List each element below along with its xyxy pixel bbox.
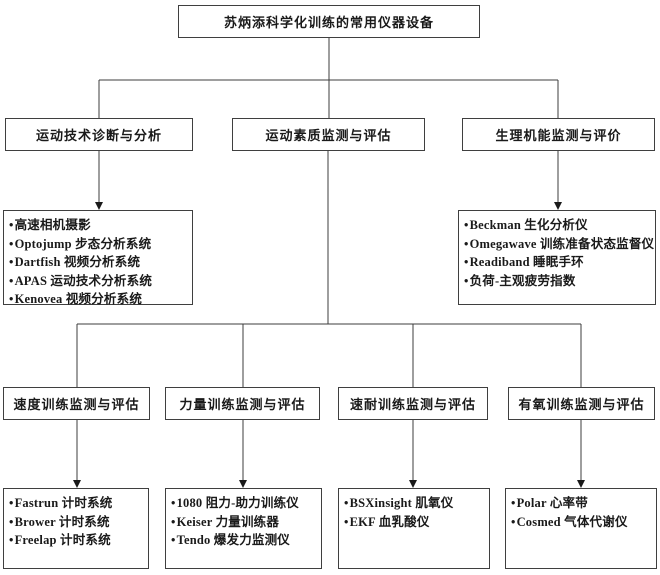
equipment-item-label: Omegawave 训练准备状态监督仪 bbox=[469, 236, 655, 251]
bullet-icon: • bbox=[9, 218, 14, 232]
bullet-icon: • bbox=[9, 292, 14, 306]
equipment-item-label: Cosmed 气体代谢仪 bbox=[516, 514, 628, 529]
equipment-item: •高速相机摄影 bbox=[9, 216, 188, 235]
bullet-icon: • bbox=[344, 496, 349, 510]
equipment-item: •Kenovea 视频分析系统 bbox=[9, 290, 188, 309]
equipment-item: •Cosmed 气体代谢仪 bbox=[511, 513, 652, 532]
equipment-item: •Dartfish 视频分析系统 bbox=[9, 253, 188, 272]
equipment-item-label: Brower 计时系统 bbox=[14, 514, 110, 529]
bullet-icon: • bbox=[464, 236, 469, 251]
equipment-item: •Optojump 步态分析系统 bbox=[9, 235, 188, 254]
equipment-item: •Tendo 爆发力监测仪 bbox=[171, 531, 317, 550]
equipment-item: •BSXinsight 肌氧仪 bbox=[344, 494, 485, 513]
branch-box-physiology: 生理机能监测与评价 bbox=[462, 118, 655, 151]
subbranch-label: 速耐训练监测与评估 bbox=[349, 397, 476, 412]
branch-box-technique: 运动技术诊断与分析 bbox=[5, 118, 193, 151]
bullet-icon: • bbox=[171, 533, 176, 547]
equipment-item-label: 高速相机摄影 bbox=[14, 218, 91, 232]
equipment-list-speed: •Fastrun 计时系统•Brower 计时系统•Freelap 计时系统 bbox=[3, 488, 149, 569]
equipment-item-label: Keiser 力量训练器 bbox=[176, 514, 280, 529]
equipment-item-label: Freelap 计时系统 bbox=[14, 533, 111, 547]
equipment-item-label: EKF 血乳酸仪 bbox=[349, 514, 430, 529]
subbranch-box-strength: 力量训练监测与评估 bbox=[165, 387, 320, 420]
equipment-item: •Polar 心率带 bbox=[511, 494, 652, 513]
branch-label: 运动素质监测与评估 bbox=[265, 128, 392, 143]
branch-box-fitness: 运动素质监测与评估 bbox=[232, 118, 425, 151]
bullet-icon: • bbox=[9, 273, 14, 288]
equipment-item-label: Dartfish 视频分析系统 bbox=[14, 255, 141, 269]
equipment-item: •EKF 血乳酸仪 bbox=[344, 513, 485, 532]
bullet-icon: • bbox=[344, 514, 349, 529]
arrowhead-icon bbox=[95, 202, 103, 210]
bullet-icon: • bbox=[464, 255, 469, 269]
equipment-item-label: Tendo 爆发力监测仪 bbox=[176, 533, 290, 547]
equipment-item: •Omegawave 训练准备状态监督仪 bbox=[464, 235, 654, 254]
bullet-icon: • bbox=[9, 255, 14, 269]
subbranch-label: 力量训练监测与评估 bbox=[179, 397, 306, 412]
bullet-icon: • bbox=[171, 514, 176, 529]
arrowhead-icon bbox=[409, 480, 417, 488]
equipment-list-technique: •高速相机摄影•Optojump 步态分析系统•Dartfish 视频分析系统•… bbox=[3, 210, 193, 306]
equipment-item: •Beckman 生化分析仪 bbox=[464, 216, 651, 235]
equipment-item-label: BSXinsight 肌氧仪 bbox=[349, 496, 454, 510]
equipment-item: •Freelap 计时系统 bbox=[9, 531, 144, 550]
equipment-list-strength: •1080 阻力-助力训练仪•Keiser 力量训练器•Tendo 爆发力监测仪 bbox=[165, 488, 322, 569]
equipment-item: •1080 阻力-助力训练仪 bbox=[171, 494, 317, 513]
equipment-item-label: Kenovea 视频分析系统 bbox=[14, 292, 143, 306]
arrowhead-icons bbox=[73, 202, 585, 488]
equipment-item-label: Readiband 睡眠手环 bbox=[469, 255, 584, 269]
equipment-item-label: Fastrun 计时系统 bbox=[14, 496, 113, 510]
arrowhead-icon bbox=[73, 480, 81, 488]
equipment-item: •Fastrun 计时系统 bbox=[9, 494, 144, 513]
equipment-item-label: 1080 阻力-助力训练仪 bbox=[176, 496, 299, 510]
bullet-icon: • bbox=[511, 496, 516, 510]
bullet-icon: • bbox=[464, 218, 469, 232]
bullet-icon: • bbox=[171, 496, 176, 510]
equipment-item: •负荷-主观疲劳指数 bbox=[464, 272, 651, 291]
equipment-item: •APAS 运动技术分析系统 bbox=[9, 272, 188, 291]
bullet-icon: • bbox=[9, 236, 14, 251]
equipment-item: •Brower 计时系统 bbox=[9, 513, 144, 532]
bullet-icon: • bbox=[9, 514, 14, 529]
equipment-item-label: 负荷-主观疲劳指数 bbox=[469, 273, 576, 288]
equipment-item-label: APAS 运动技术分析系统 bbox=[14, 273, 153, 288]
equipment-item: •Keiser 力量训练器 bbox=[171, 513, 317, 532]
branch-label: 生理机能监测与评价 bbox=[495, 128, 622, 143]
equipment-item-label: Beckman 生化分析仪 bbox=[469, 218, 588, 232]
equipment-item: •Readiband 睡眠手环 bbox=[464, 253, 651, 272]
subbranch-label: 有氧训练监测与评估 bbox=[518, 397, 645, 412]
equipment-item-label: Polar 心率带 bbox=[516, 496, 588, 510]
equipment-list-speed-endurance: •BSXinsight 肌氧仪•EKF 血乳酸仪 bbox=[338, 488, 490, 569]
arrowhead-icon bbox=[239, 480, 247, 488]
equipment-item-label: Optojump 步态分析系统 bbox=[14, 236, 152, 251]
branch-label: 运动技术诊断与分析 bbox=[35, 128, 162, 143]
subbranch-box-aerobic: 有氧训练监测与评估 bbox=[508, 387, 655, 420]
root-box: 苏炳添科学化训练的常用仪器设备 bbox=[178, 5, 480, 38]
bullet-icon: • bbox=[511, 514, 516, 529]
arrowhead-icon bbox=[577, 480, 585, 488]
subbranch-box-speed: 速度训练监测与评估 bbox=[3, 387, 150, 420]
connector-segments bbox=[76, 38, 582, 481]
bullet-icon: • bbox=[9, 496, 14, 510]
subbranch-box-speed-endurance: 速耐训练监测与评估 bbox=[338, 387, 488, 420]
arrowhead-icon bbox=[554, 202, 562, 210]
bullet-icon: • bbox=[9, 533, 14, 547]
bullet-icon: • bbox=[464, 273, 469, 288]
equipment-list-aerobic: •Polar 心率带•Cosmed 气体代谢仪 bbox=[505, 488, 657, 569]
root-title: 苏炳添科学化训练的常用仪器设备 bbox=[223, 15, 434, 30]
subbranch-label: 速度训练监测与评估 bbox=[13, 397, 140, 412]
equipment-list-physiology: •Beckman 生化分析仪•Omegawave 训练准备状态监督仪•Readi… bbox=[458, 210, 656, 305]
